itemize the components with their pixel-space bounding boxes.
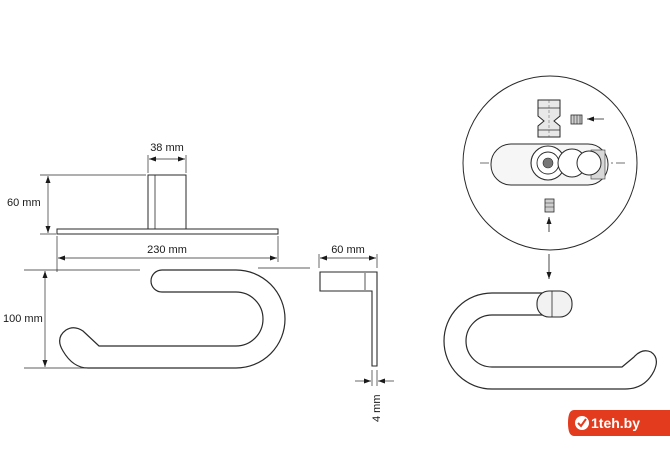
watermark-check-icon: [577, 418, 587, 428]
side-profile: [319, 271, 378, 367]
dimension-plate-height: 60 mm: [7, 197, 41, 209]
watermark-badge: [568, 410, 670, 436]
watermark: 1teh.by: [568, 410, 670, 436]
side-view: [318, 254, 394, 386]
dimension-hook-height: 100 mm: [3, 313, 43, 325]
front-view: [24, 236, 310, 369]
hook-outline: [59, 269, 286, 369]
mounting-post: [147, 174, 187, 230]
dimension-depth: 60 mm: [331, 244, 365, 256]
hook-end-cap: [536, 290, 573, 318]
set-screw-right: [570, 114, 583, 125]
dimension-total-length: 230 mm: [147, 244, 187, 256]
set-screw-bottom: [544, 198, 555, 213]
watermark-brand: 1teh.by: [591, 415, 640, 431]
hook-perspective: [443, 290, 657, 390]
anchor-spindle: [537, 99, 561, 138]
top-view: [40, 155, 279, 235]
dimension-thickness: 4 mm: [371, 395, 383, 423]
detail-view: [462, 75, 638, 251]
dimension-post-width: 38 mm: [150, 142, 184, 154]
base-plate: [56, 228, 279, 235]
